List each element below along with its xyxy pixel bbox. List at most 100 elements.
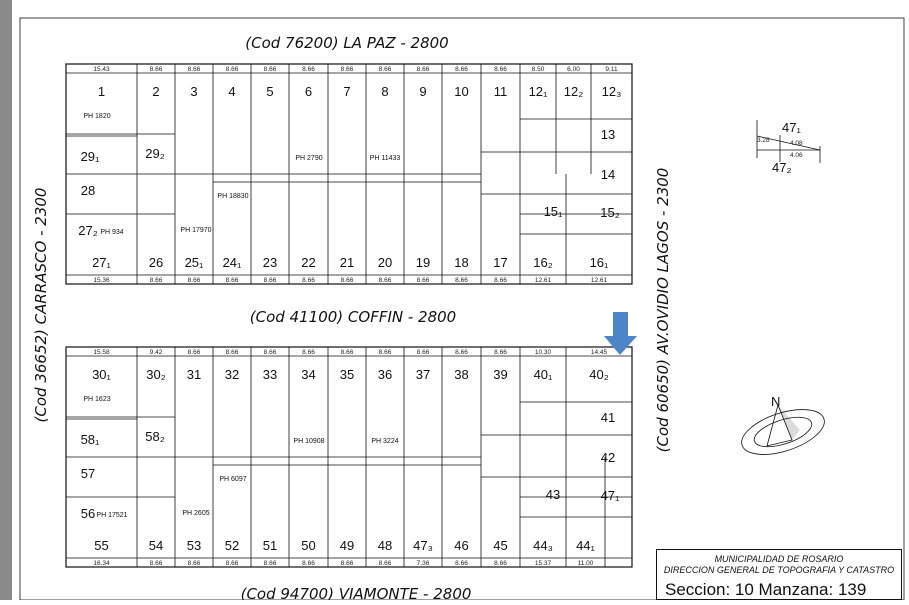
lot-frontage: 8.66 [417,277,430,284]
lot-number: 27₂ [78,223,98,238]
lot-number: 43 [546,487,560,502]
lot-frontage: 9.42 [150,349,163,356]
lot-frontage: 8.66 [188,349,201,356]
lot-number: 32 [225,367,239,382]
lot-number: 30₂ [146,367,166,382]
lot-frontage: 8.66 [226,349,239,356]
title-stamp: MUNICIPALIDAD DE ROSARIO DIRECCION GENER… [656,549,902,600]
inset-lot-bottom: 47₂ [772,160,792,175]
lot-frontage: 8.66 [188,66,201,73]
lot-frontage: 8.66 [455,277,468,284]
lot-frontage: 8.66 [188,277,201,284]
lot-frontage: 8.66 [341,277,354,284]
lot-number: 7 [343,84,350,99]
stamp-department: DIRECCION GENERAL DE TOPOGRAFIA Y CATAST… [663,565,895,575]
lot-frontage: 8.66 [379,560,392,567]
ph-label: PH 10908 [293,438,324,445]
street-la-paz: (Cod 76200) LA PAZ - 2800 [245,34,448,52]
lot-frontage: 11.00 [578,560,594,567]
lot-frontage: 8.66 [341,349,354,356]
lot-frontage: 8.66 [455,560,468,567]
lot-frontage: 8.66 [264,66,277,73]
lot-frontage: 8.66 [302,66,315,73]
lot-number: 1 [98,84,105,99]
lot-frontage: 8.66 [417,66,430,73]
ph-label: PH 2790 [295,155,322,162]
lot-number: 55 [94,538,108,553]
ph-label: PH 934 [100,229,123,236]
lot-frontage: 12.61 [591,277,608,284]
lot-frontage: 6.00 [567,66,580,73]
lot-number: 58₁ [81,432,100,447]
lot-frontage: 15.58 [93,349,110,356]
lot-number: 12₂ [564,84,584,99]
lot-number: 18 [454,255,468,270]
location-arrow-icon [604,312,637,355]
lot-frontage: 8.66 [494,277,507,284]
lot-number: 38 [454,367,468,382]
ph-label: PH 11433 [370,155,401,162]
lot-number: 11 [494,84,508,99]
lot-number: 46 [454,538,468,553]
lot-frontage: 12.61 [535,277,552,284]
lot-number: 4 [228,84,235,99]
lot-number: 16₁ [590,255,609,270]
lot-number: 45 [493,538,507,553]
lot-number: 56 [81,506,95,521]
lot-number: 31 [187,367,201,382]
lot-number: 28 [81,183,95,198]
lot-number: 19 [416,255,430,270]
lot-number: 21 [340,255,354,270]
ph-label: PH 17521 [96,512,127,519]
lot-number: 50 [301,538,315,553]
ph-label: PH 6097 [219,476,246,483]
lot-number: 42 [601,450,615,465]
lot-frontage: 7.36 [417,560,430,567]
lot-number: 34 [301,367,315,382]
lot-frontage: 8.66 [226,66,239,73]
lot-frontage: 15.43 [93,66,110,73]
lot-number: 57 [81,466,95,481]
lot-frontage: 8.66 [302,560,315,567]
lot-frontage: 8.66 [264,349,277,356]
lot-number: 49 [340,538,354,553]
lot-frontage: 15.36 [93,277,110,284]
lot-number: 15₂ [600,205,620,220]
lot-number: 44₁ [576,538,595,553]
lot-number: 41 [601,410,615,425]
lot-number: 16₂ [533,255,553,270]
lot-frontage: 8.66 [455,349,468,356]
ph-label: PH 1820 [83,113,110,120]
lot-frontage: 15.37 [535,560,552,567]
lot-frontage: 8.66 [341,560,354,567]
lot-frontage: 14.45 [591,349,608,356]
lot-number: 12₃ [602,84,622,99]
lot-number: 58₂ [145,429,165,444]
lot-number: 36 [378,367,392,382]
lot-frontage: 8.66 [188,560,201,567]
lot-number: 14 [601,167,615,182]
lot-frontage: 8.66 [417,349,430,356]
lot-number: 24₁ [223,255,242,270]
compass-rose: N [741,394,825,455]
lot-number: 15₁ [544,204,563,219]
lot-number: 35 [340,367,354,382]
lot-frontage: 8.66 [150,560,163,567]
lot-frontage: 9.11 [605,66,618,73]
ph-label: PH 18830 [217,193,248,200]
lot-number: 44₃ [533,538,553,553]
lot-number: 8 [381,84,388,99]
lot-frontage: 8.66 [150,277,163,284]
lot-frontage: 8.66 [341,66,354,73]
lot-number: 29₁ [81,149,100,164]
lot-number: 51 [263,538,277,553]
lot-frontage: 8.66 [379,66,392,73]
lot-number: 37 [416,367,430,382]
lot-frontage: 10.30 [535,349,552,356]
lot-frontage: 8.66 [226,560,239,567]
lot-number: 20 [378,255,392,270]
lot-frontage: 8.66 [494,560,507,567]
upper-block-lot-lines [66,64,632,284]
lot-number: 12₁ [529,84,548,99]
